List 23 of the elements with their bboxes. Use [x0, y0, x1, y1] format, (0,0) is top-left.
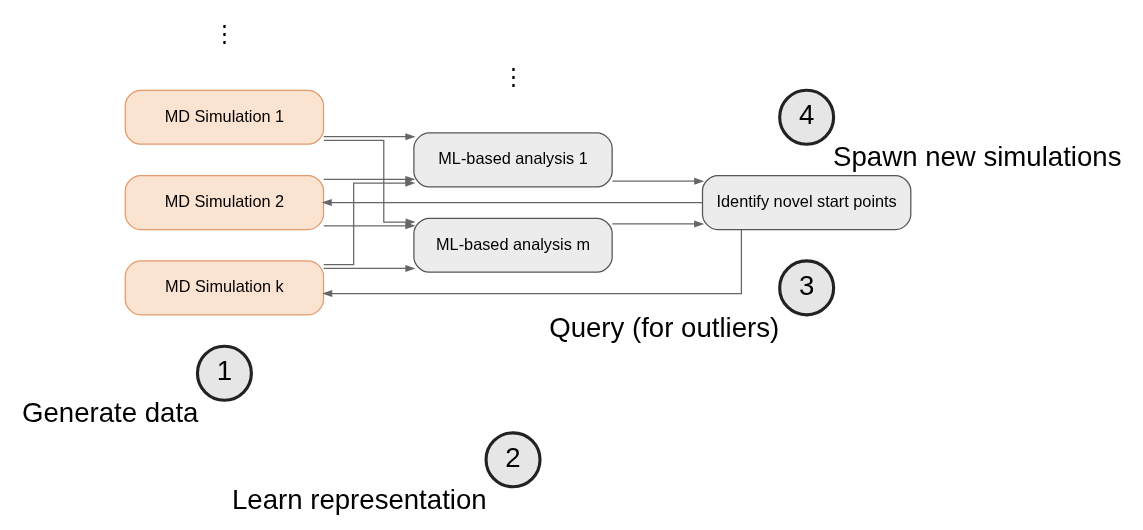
- arrow: [322, 264, 415, 272]
- arrow: [322, 222, 415, 230]
- node-label: Learn representation: [231, 483, 487, 515]
- arrow: [321, 199, 703, 207]
- node-circle: 4: [777, 88, 835, 146]
- node-box: ML-based analysis 1: [412, 132, 613, 188]
- node-box: MD Simulation k: [124, 260, 324, 316]
- arrow: [322, 133, 415, 141]
- node-circle: 3: [777, 259, 835, 317]
- node-label: Spawn new simulations: [832, 141, 1121, 173]
- node-box: ML-based analysis m: [412, 217, 613, 273]
- node-box: MD Simulation 1: [124, 89, 324, 145]
- label: ⋮: [212, 21, 236, 47]
- node-label: Generate data: [21, 397, 198, 429]
- label: ⋮: [501, 63, 525, 89]
- node-circle: 2: [484, 431, 542, 489]
- node-box: MD Simulation 2: [124, 174, 324, 231]
- arrow: [611, 220, 704, 228]
- node-label: Query (for outliers): [548, 311, 779, 343]
- arrow: [611, 177, 704, 185]
- arrow: [321, 229, 742, 298]
- node-circle: 1: [195, 344, 253, 402]
- node-box: Identify novel start points: [701, 174, 911, 231]
